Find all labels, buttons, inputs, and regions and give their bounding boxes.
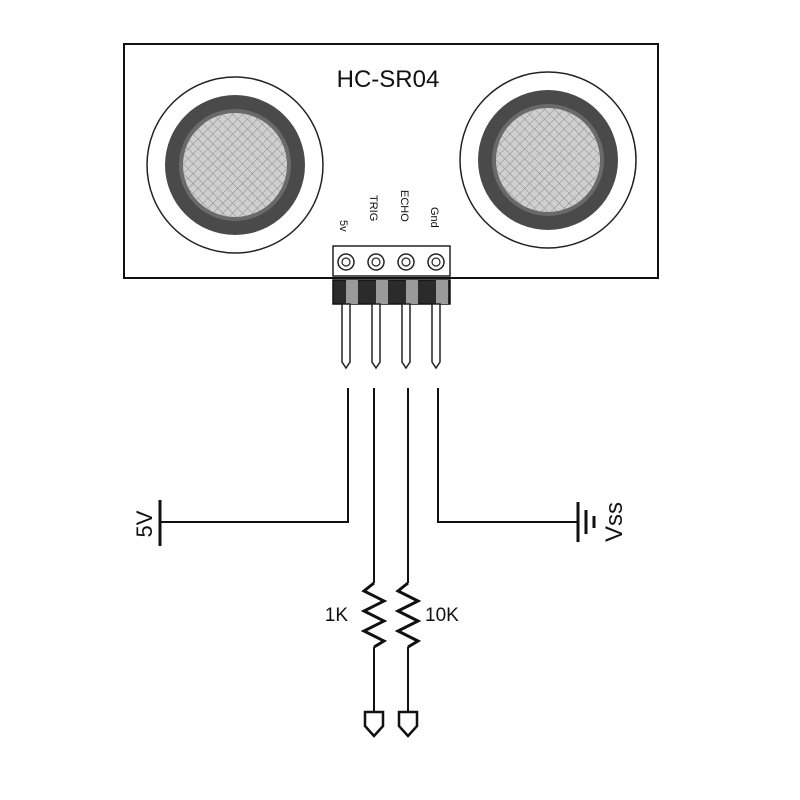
sensor-module: HC-SR04 5v TRIG ECHO Gnd [123, 43, 659, 370]
ground-symbol [576, 502, 596, 542]
ground-label: Vss [601, 502, 628, 542]
lower-wires [373, 647, 409, 712]
pin-label-5v: 5v [337, 220, 349, 232]
terminal-echo-icon [397, 710, 419, 738]
pin-header [332, 245, 451, 305]
right-transducer [459, 71, 637, 249]
pin-trig [371, 303, 381, 370]
pin-label-echo: ECHO [398, 190, 410, 222]
wire-5v [160, 388, 349, 523]
resistor-10k [394, 581, 422, 649]
resistor-10k-label: 10K [425, 605, 459, 626]
resistor-1k [360, 581, 388, 649]
resistor-1k-label: 1K [325, 605, 349, 626]
left-transducer [146, 76, 324, 254]
terminal-trig-icon [363, 710, 385, 738]
pin-gnd [431, 303, 441, 370]
pin-label-trig: TRIG [367, 195, 379, 221]
terminals [363, 710, 419, 738]
pin-label-gnd: Gnd [428, 207, 440, 228]
supply-label: 5V [132, 510, 157, 537]
module-title: HC-SR04 [337, 66, 440, 93]
pin-echo [401, 303, 411, 370]
wire-gnd [437, 388, 578, 523]
pins [341, 303, 441, 370]
pin-5v [341, 303, 351, 370]
wires [160, 388, 578, 583]
